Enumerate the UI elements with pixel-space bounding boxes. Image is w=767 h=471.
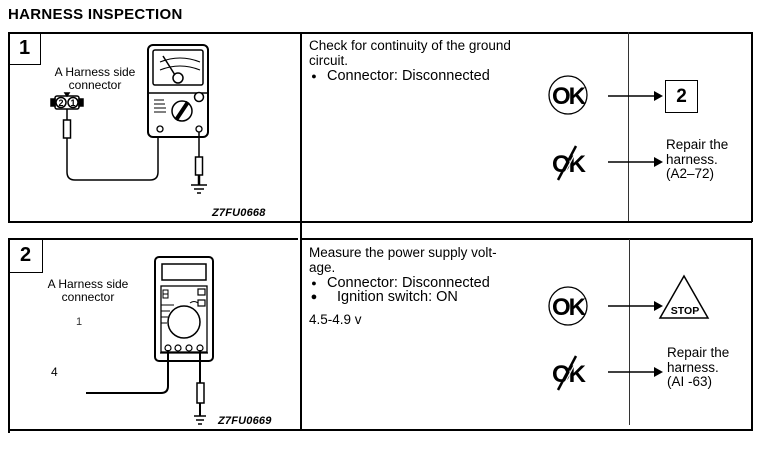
condition-item: ● Connector: Disconnected [309, 68, 619, 85]
description-line1: Check for continuity of the ground [309, 38, 511, 53]
connector-label: A Harness side connector [40, 66, 150, 92]
row1-figure-bottom-border [8, 221, 300, 223]
ground-probe-icon [194, 132, 204, 185]
ok-label: OK [552, 83, 587, 110]
page-title: HARNESS INSPECTION [8, 6, 183, 23]
repair-line1: Repair the [666, 137, 729, 152]
pin-label-2: 2 [58, 98, 63, 108]
condition-item: ● Ignition switch: ON [309, 289, 627, 306]
arrow-right-icon [608, 367, 663, 377]
row2-bottom-border [8, 429, 753, 431]
figure-code: Z7FU0669 [218, 415, 272, 427]
probe-lead-icon [62, 109, 159, 181]
condition-item: ● Connector: Disconnected [309, 275, 627, 292]
row1-left-border [8, 32, 10, 222]
condition-text: Connector: Disconnected [327, 275, 490, 291]
connector-label-line2: connector [68, 78, 122, 92]
repair-reference-link[interactable]: (AI -63) [667, 374, 713, 389]
ok-label: OK [552, 294, 587, 321]
row1-bottom-border [300, 221, 752, 223]
row2-figure-top-border [8, 238, 298, 240]
arrow-right-icon [608, 157, 663, 167]
step-description: Check for continuity of the ground circu… [309, 38, 619, 85]
harness-connector-icon [50, 92, 84, 110]
row2-figure-divider [300, 239, 302, 429]
step-description: Measure the power supply volt- age. ● Co… [309, 245, 627, 327]
bullet-icon: ● [310, 291, 318, 303]
stop-label: STOP [671, 305, 699, 317]
ground-symbol-icon [191, 184, 207, 194]
repair-line2: harness. [667, 359, 719, 375]
not-ok-badge-icon: OK [552, 355, 589, 391]
ok-badge-icon: OK [548, 75, 589, 115]
goto-step-button[interactable]: 2 [665, 80, 698, 113]
pin-label: 1 [76, 316, 83, 328]
description-line2: circuit. [309, 53, 349, 68]
connector-label-line2: connector [61, 290, 115, 304]
arrow-right-icon [608, 301, 663, 311]
condition-text: Connector: Disconnected [327, 68, 490, 84]
figure-code: Z7FU0668 [212, 207, 266, 219]
repair-instruction: Repair the harness. (AI -63) [667, 345, 730, 390]
connector-label: A Harness side connector [36, 278, 140, 304]
connector-label-line1: A Harness side [54, 65, 136, 79]
row1-right-border [751, 32, 753, 222]
step-number-badge: 1 [9, 33, 41, 65]
probe-lead-icon [86, 350, 169, 394]
pin-label: 4 [51, 365, 58, 379]
connector-label-line1: A Harness side [47, 277, 129, 291]
bullet-icon: ● [311, 278, 317, 288]
stop-sign-icon: STOP [658, 274, 710, 319]
repair-line1: Repair the [667, 345, 730, 360]
row2-result-divider [629, 239, 630, 425]
not-ok-badge-icon: OK [552, 145, 589, 181]
ground-probe-icon [196, 350, 205, 416]
arrow-right-icon [608, 91, 663, 101]
analog-multimeter-icon [147, 44, 209, 138]
voltage-test-diagram [86, 256, 214, 425]
description-line1: Measure the power supply volt- [309, 245, 497, 260]
spec-value: 4.5-4.9 v [309, 312, 362, 327]
bullet-icon: ● [311, 71, 317, 81]
repair-line2: harness. [666, 151, 718, 167]
row2-left-border [8, 238, 10, 433]
digital-multimeter-icon [154, 256, 214, 362]
row1-result-divider [628, 32, 629, 222]
row1-figure-divider [300, 32, 302, 239]
continuity-test-diagram: 2 1 [50, 44, 209, 194]
ok-badge-icon: OK [548, 286, 589, 326]
repair-instruction: Repair the harness. (A2–72) [666, 137, 729, 182]
step-number-badge: 2 [9, 239, 43, 273]
pin-label-1: 1 [70, 98, 75, 108]
condition-text: Ignition switch: ON [337, 289, 458, 305]
description-line2: age. [309, 260, 336, 275]
repair-reference-link[interactable]: (A2–72) [666, 166, 715, 181]
row2-right-border [751, 238, 753, 430]
row2-top-border [300, 238, 752, 240]
row1-top-border [8, 32, 752, 34]
ground-symbol-icon [194, 415, 206, 425]
